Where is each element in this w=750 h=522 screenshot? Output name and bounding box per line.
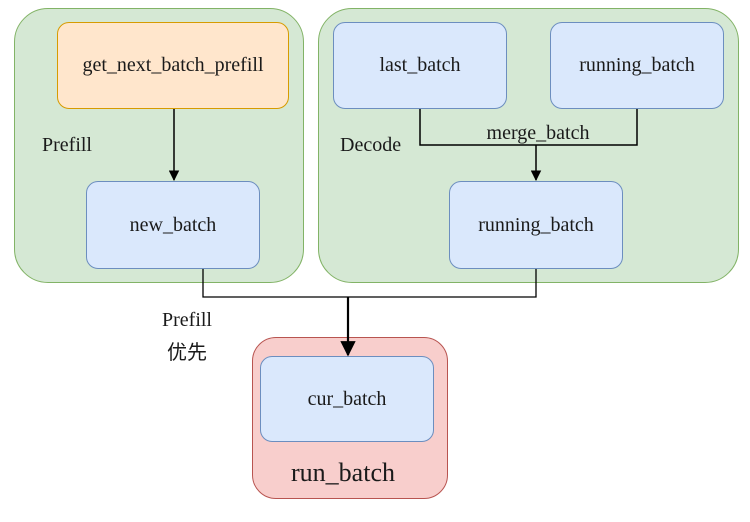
running-batch-top-node: running_batch — [550, 22, 724, 109]
merge-batch-label: merge_batch — [486, 122, 590, 144]
run-batch-group-label: run_batch — [291, 458, 395, 487]
running-batch-node: running_batch — [449, 181, 623, 269]
prefill-priority-label-line1: Prefill — [162, 309, 212, 331]
cur-batch-node: cur_batch — [260, 356, 434, 442]
get-next-batch-prefill-node: get_next_batch_prefill — [57, 22, 289, 109]
prefill-group-label: Prefill — [42, 134, 92, 156]
prefill-priority-label-line2: 优先 — [167, 342, 207, 364]
decode-group-label: Decode — [340, 134, 402, 156]
new-batch-node: new_batch — [86, 181, 260, 269]
last-batch-node: last_batch — [333, 22, 507, 109]
